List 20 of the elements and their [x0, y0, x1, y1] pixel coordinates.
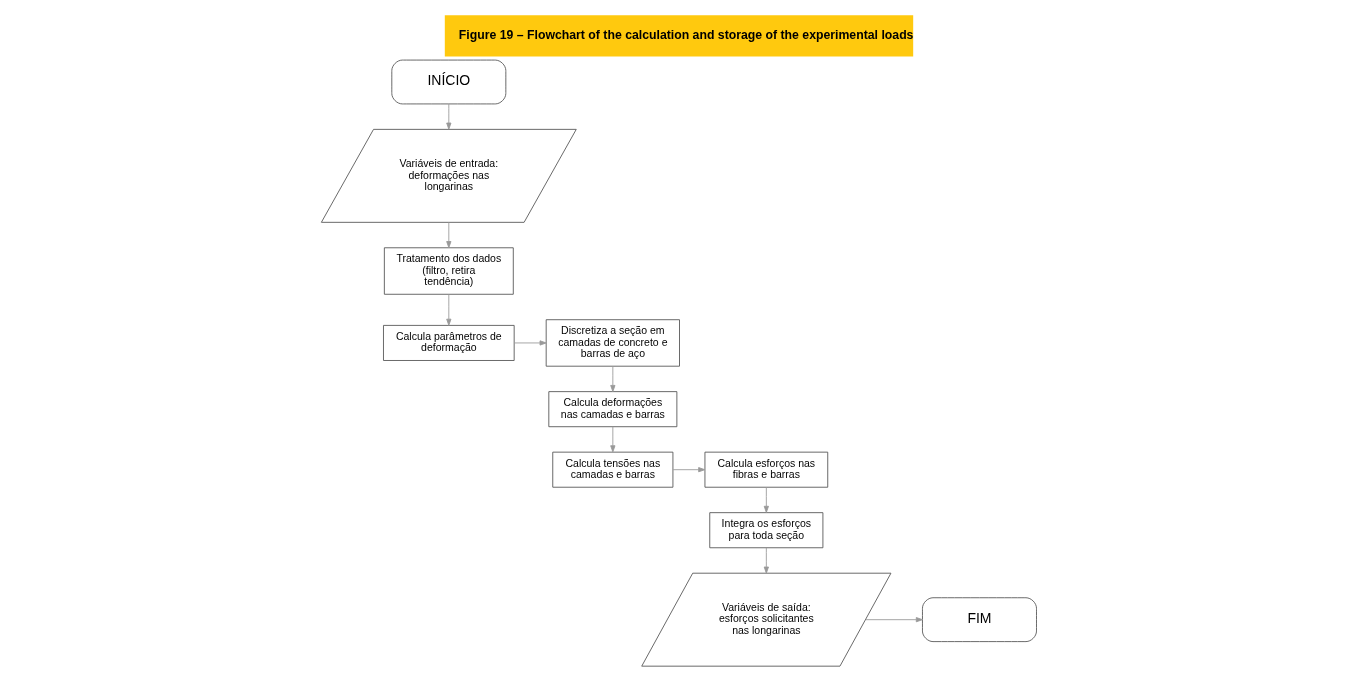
arrow	[864, 617, 923, 623]
node-box: Discretiza a seção em camadas de concreto e barras de aço	[545, 319, 680, 367]
node-box: Calcula parâmetros de deformação	[382, 324, 515, 361]
arrow	[609, 426, 615, 453]
arrow	[445, 294, 451, 326]
node-box: FIM	[921, 597, 1037, 643]
arrow	[672, 467, 705, 473]
arrow	[763, 547, 769, 574]
arrow	[445, 221, 451, 249]
arrow	[445, 103, 451, 130]
node-box: Calcula esforços nas fibras e barras	[704, 451, 828, 488]
arrow	[513, 340, 547, 346]
node-box: Calcula deformações nas camadas e barras	[547, 391, 677, 428]
node-box: Integra os esforços para toda seção	[708, 512, 823, 549]
node-box: INÍCIO	[390, 59, 506, 105]
arrow	[763, 486, 769, 513]
node-box: Tratamento dos dados (filtro, retira tendência)	[383, 247, 514, 295]
arrow	[609, 365, 615, 392]
diagram-title: Figure 19 – Flowchart of the calculation and storage of the experimental loads	[458, 27, 913, 42]
node-box: Calcula tensões nas camadas e barras	[551, 451, 673, 488]
